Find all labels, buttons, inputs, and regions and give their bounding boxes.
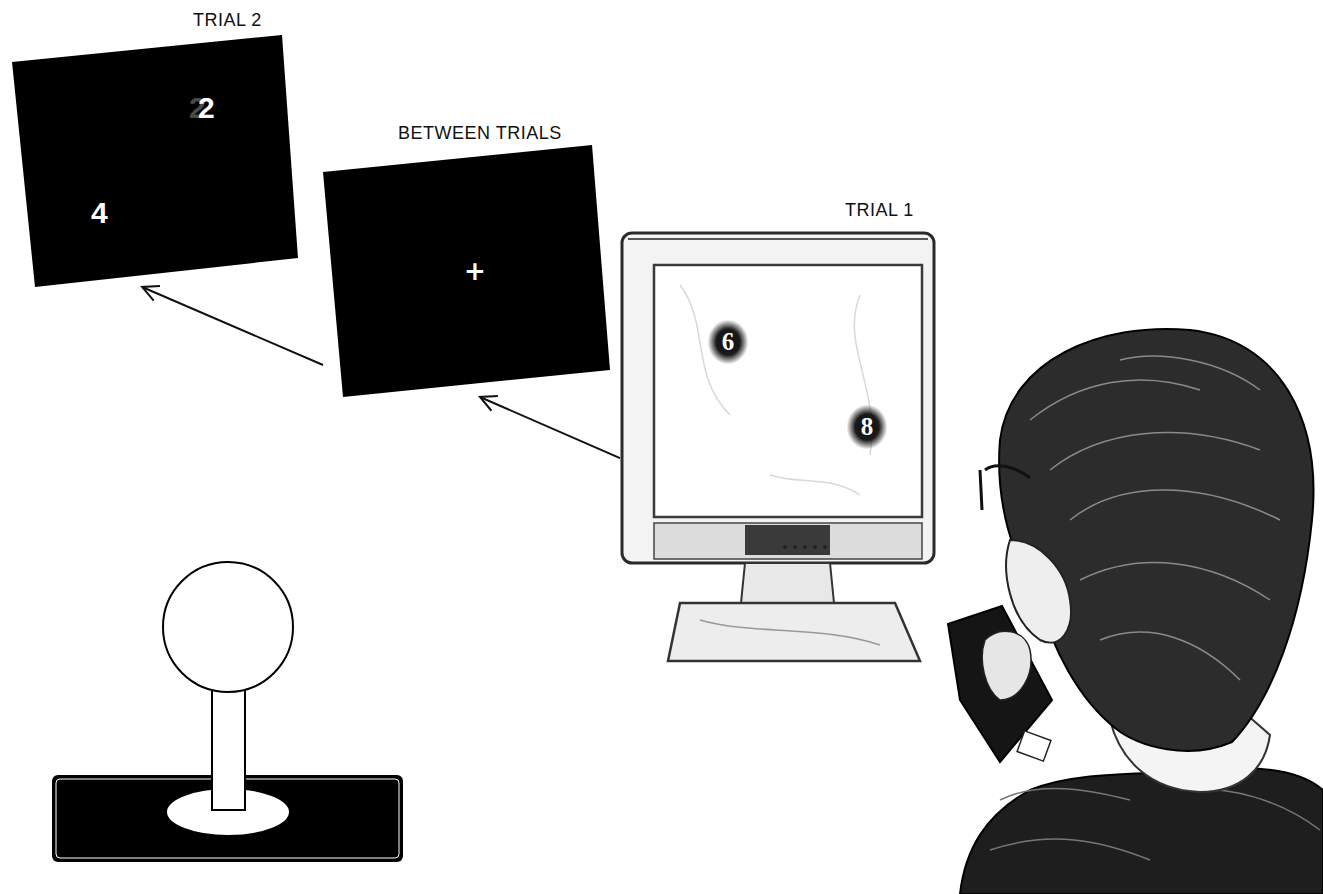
trial-screen: TRIAL 224 — [12, 35, 298, 287]
monitor-outline — [620, 225, 940, 665]
joystick-drawing — [52, 562, 403, 862]
stimulus-number: 2 — [198, 91, 215, 125]
monitor-neck — [741, 563, 834, 603]
ear — [1006, 540, 1071, 643]
glasses — [980, 466, 1030, 510]
screen-heading: BETWEEN TRIALS — [398, 123, 562, 144]
monitor-buttons — [783, 545, 827, 549]
screen-heading: TRIAL 1 — [845, 200, 914, 221]
monitor-bezel — [622, 233, 934, 563]
black-screen — [323, 145, 610, 397]
stimulus-number: 4 — [91, 196, 108, 230]
sequence-arrow — [142, 287, 323, 365]
monitor-lower-bezel — [654, 523, 922, 559]
black-screen — [12, 35, 298, 287]
stand-shading — [700, 620, 880, 645]
joystick-stick — [212, 688, 245, 810]
bezel-top-line — [628, 238, 928, 240]
stimulus-number: 6 — [708, 320, 748, 364]
monitor-stand — [668, 603, 920, 661]
stimulus-number: 8 — [847, 405, 887, 449]
participant-sketch — [948, 329, 1323, 894]
hand-held-joystick — [948, 606, 1052, 762]
joystick-ball — [163, 562, 293, 692]
screen-heading: TRIAL 2 — [193, 10, 262, 31]
fixation-screen: BETWEEN TRIALS+ — [323, 145, 610, 397]
shirt — [960, 768, 1323, 894]
hand — [982, 631, 1031, 700]
monitor-screen — [654, 265, 922, 517]
screen-sketch-lines — [680, 285, 872, 495]
fixation-cross: + — [464, 254, 486, 288]
monitor-panel — [745, 525, 830, 555]
sequence-arrow — [480, 397, 620, 458]
shirt-folds — [990, 788, 1320, 860]
trial-screen-outline — [12, 35, 298, 287]
joystick-button — [1017, 731, 1051, 761]
monitor: TRIAL 168 — [620, 225, 940, 665]
